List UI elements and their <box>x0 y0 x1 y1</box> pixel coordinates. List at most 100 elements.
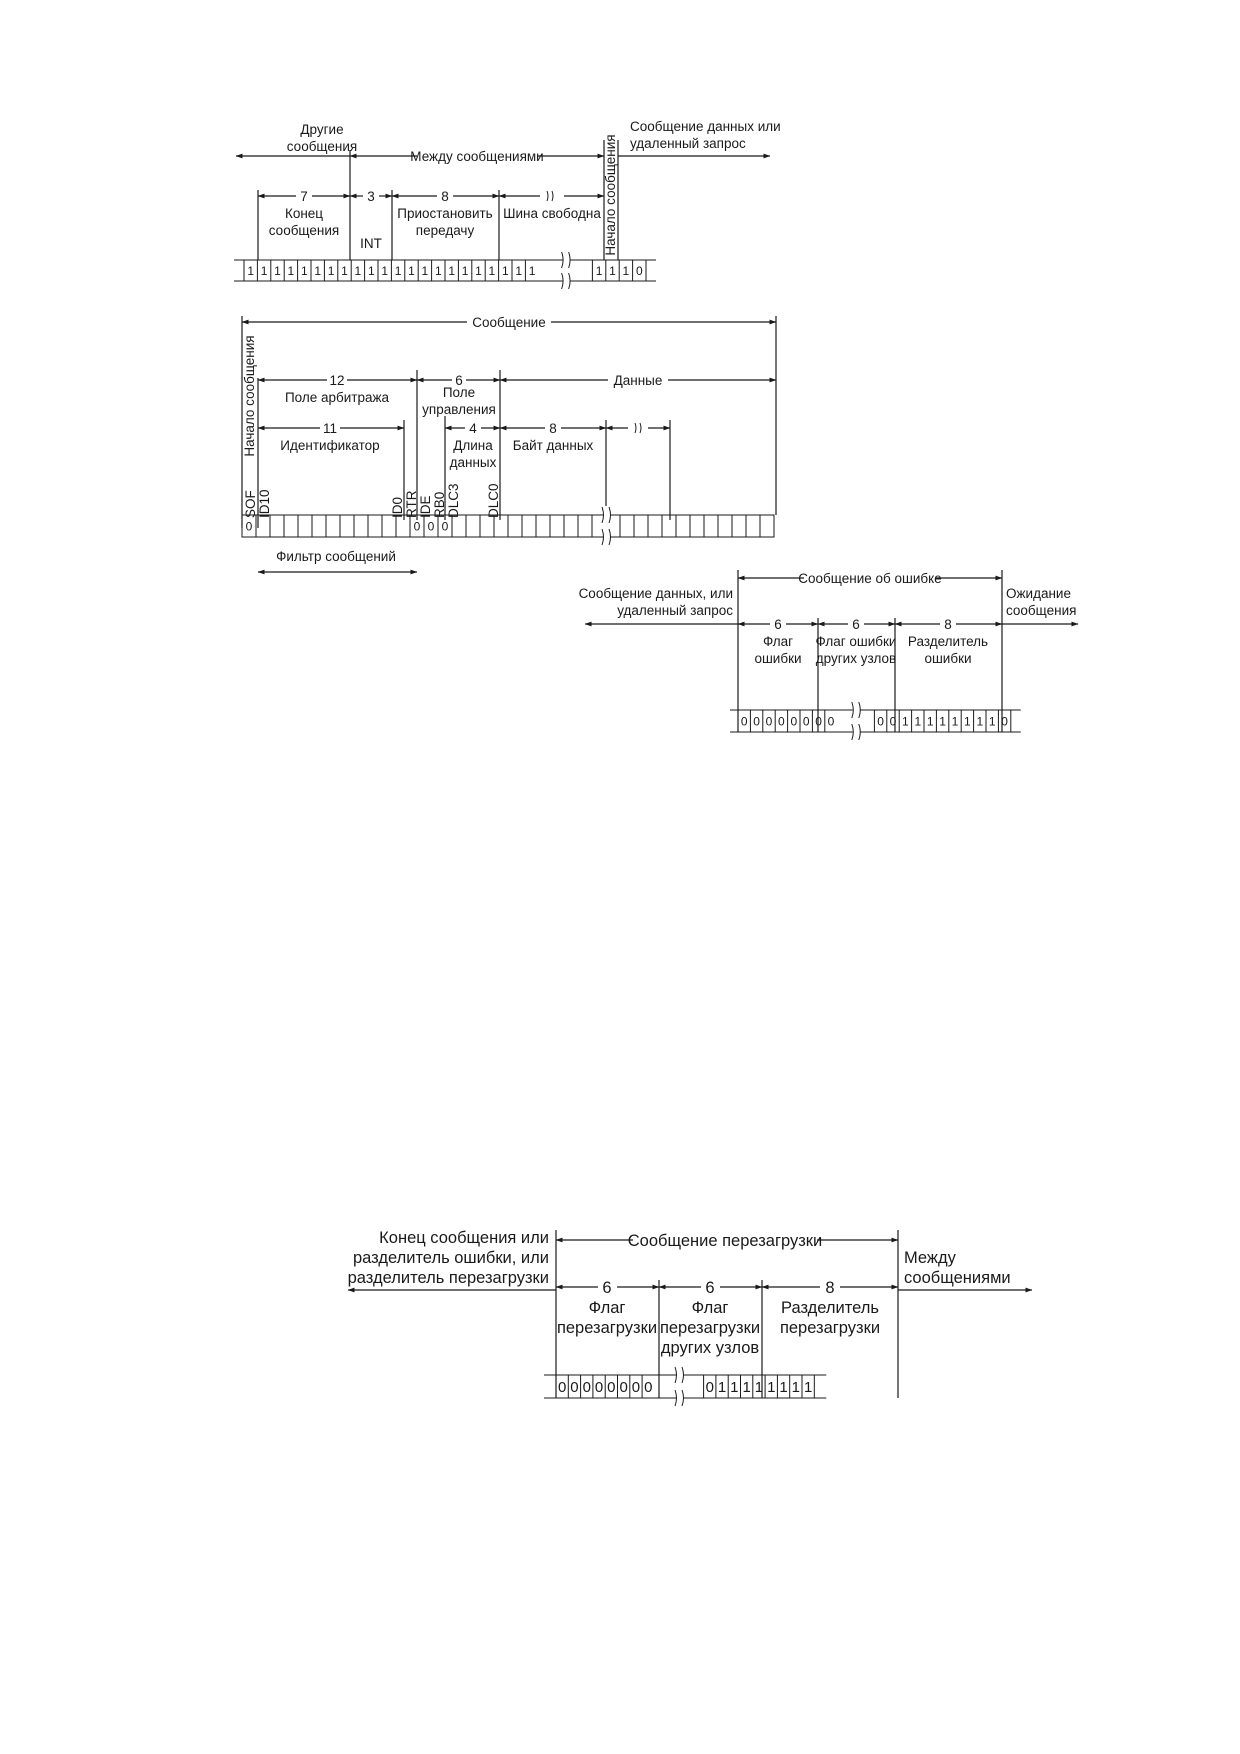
message-label: Сообщение <box>472 315 545 330</box>
bit-value: 1 <box>609 264 616 278</box>
other-flag-count: 6 <box>852 617 860 632</box>
bit-value: 1 <box>301 264 308 278</box>
bit-value: 0 <box>803 714 810 728</box>
bit-value: 1 <box>288 264 295 278</box>
break-symbol-icon <box>546 190 554 202</box>
end-count: 7 <box>300 189 308 204</box>
other-flag-label-1: Флаг <box>692 1299 729 1317</box>
bit-cell <box>647 514 663 538</box>
arb-count: 12 <box>329 373 344 388</box>
other-messages-label-2: сообщения <box>287 139 357 154</box>
bit-value: 0 <box>632 1379 640 1396</box>
bit-value: 1 <box>914 714 921 728</box>
sof-vertical-label: Начало сообщения <box>242 335 257 456</box>
bus-free-label: Шина свободна <box>503 206 601 221</box>
break-symbol-icon <box>561 272 571 290</box>
bit-value: 1 <box>964 714 971 728</box>
bit-value: 0 <box>706 1379 714 1396</box>
bit-value: 0 <box>442 519 449 533</box>
bit-value: 1 <box>247 264 254 278</box>
flag-label-2: ошибки <box>754 651 801 666</box>
break-symbol-icon <box>601 506 611 524</box>
left-label-2: разделитель ошибки, или <box>353 1249 549 1267</box>
bit-value: 0 <box>607 1379 615 1396</box>
id-count: 11 <box>323 421 337 436</box>
bit-value: 1 <box>475 264 482 278</box>
bit-value: 1 <box>989 714 996 728</box>
int-count: 3 <box>367 189 375 204</box>
bit-value: 1 <box>927 714 934 728</box>
break-mask <box>852 723 860 741</box>
bit-value: 1 <box>804 1379 812 1396</box>
bit-cell <box>577 514 593 538</box>
break-mask <box>676 1389 683 1407</box>
bit-name-rtr: RTR <box>404 490 419 518</box>
other-flag-label-2: других узлов <box>816 651 896 666</box>
break-mask <box>603 506 610 524</box>
bit-value: 0 <box>636 264 643 278</box>
end-label-1: Конец <box>285 206 323 221</box>
error-message-label: Сообщение об ошибке <box>798 571 941 586</box>
overload-frame-diagram: Конец сообщения или разделитель ошибки, … <box>348 1229 1033 1407</box>
bit-value: 0 <box>1001 714 1008 728</box>
bit-cell <box>269 514 285 538</box>
bit-cell <box>689 514 705 538</box>
overload-message-label: Сообщение перезагрузки <box>628 1232 822 1250</box>
bit-value: 1 <box>408 264 415 278</box>
bit-value: 0 <box>890 714 897 728</box>
bit-value: 0 <box>619 1379 627 1396</box>
between-messages-label: Между сообщениями <box>410 149 543 164</box>
dlc-label-1: Длина <box>453 438 493 453</box>
delimiter-count: 8 <box>825 1279 834 1297</box>
bit-value: 0 <box>815 714 822 728</box>
ctrl-count: 6 <box>455 373 463 388</box>
bit-value: 1 <box>381 264 388 278</box>
bit-value: 1 <box>939 714 946 728</box>
bit-value: 1 <box>902 714 909 728</box>
filter-label: Фильтр сообщений <box>276 549 396 564</box>
bit-value: 1 <box>328 264 335 278</box>
bit-value: 0 <box>570 1379 578 1396</box>
bit-name-id0: ID0 <box>390 497 405 518</box>
bit-value: 1 <box>792 1379 800 1396</box>
bit-value: 1 <box>462 264 469 278</box>
data-or-remote-label-1: Сообщение данных или <box>630 119 781 134</box>
other-messages-label-1: Другие <box>300 122 343 137</box>
bit-cell <box>311 514 327 538</box>
bit-value: 1 <box>489 264 496 278</box>
bit-cell <box>717 514 733 538</box>
break-mask <box>603 528 610 546</box>
bit-value: 0 <box>583 1379 591 1396</box>
bit-cell <box>325 514 341 538</box>
bit-value: 1 <box>767 1379 775 1396</box>
bit-cell <box>353 514 369 538</box>
data-label: Данные <box>614 373 663 388</box>
bit-value: 1 <box>422 264 429 278</box>
bit-value: 1 <box>261 264 268 278</box>
dlc-count: 4 <box>469 421 477 436</box>
bit-value: 1 <box>730 1379 738 1396</box>
break-symbol-icon <box>851 701 861 719</box>
bit-value: 1 <box>952 714 959 728</box>
bit-value: 0 <box>741 714 748 728</box>
bit-cell <box>367 514 383 538</box>
other-flag-count: 6 <box>705 1279 714 1297</box>
bit-cell <box>465 514 481 538</box>
bit-cell <box>507 514 523 538</box>
bit-value: 1 <box>515 264 522 278</box>
bit-name-dlc0: DLC0 <box>486 483 501 518</box>
flag-count: 6 <box>774 617 782 632</box>
flag-label-1: Флаг <box>763 634 793 649</box>
sof-vertical-label: Начало сообщения <box>603 134 618 255</box>
bit-cell <box>339 514 355 538</box>
suspend-count: 8 <box>441 189 449 204</box>
bit-value: 1 <box>274 264 281 278</box>
break-symbol-icon <box>674 1366 684 1384</box>
bit-value: 1 <box>976 714 983 728</box>
bit-cell <box>703 514 719 538</box>
other-flag-label-3: других узлов <box>661 1339 760 1357</box>
bit-value: 1 <box>623 264 630 278</box>
bit-value: 1 <box>755 1379 763 1396</box>
wait-label-2: сообщения <box>1006 603 1076 618</box>
